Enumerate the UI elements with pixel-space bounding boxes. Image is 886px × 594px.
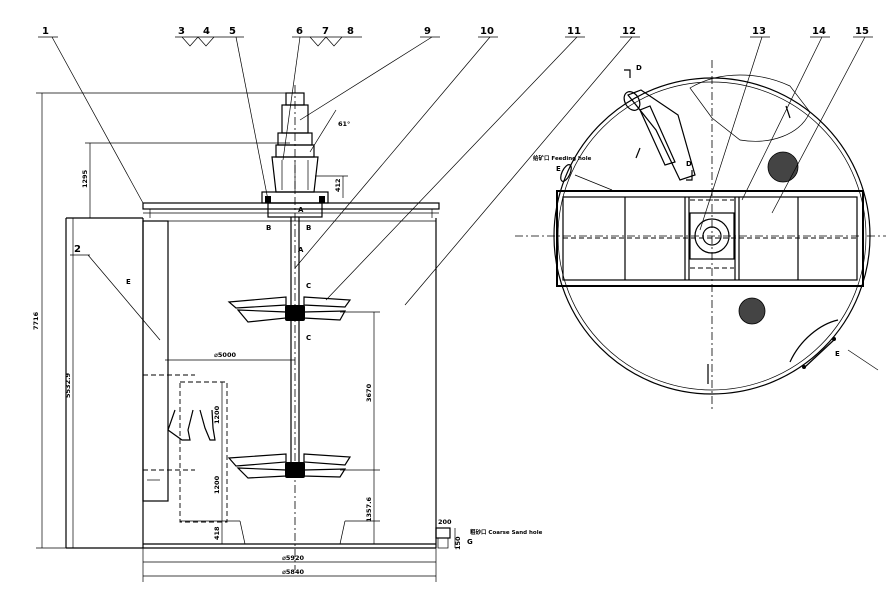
- dim-angle: 61°: [338, 120, 350, 128]
- section-mark-c-lower: C: [306, 334, 311, 342]
- dim-inner-diameter: ⌀5920: [282, 554, 304, 562]
- callout-5: 5: [229, 26, 236, 37]
- section-mark-c-upper: C: [306, 282, 311, 290]
- dim-outlet-base: 150: [454, 536, 462, 550]
- dim-motor-height: 1295: [81, 169, 89, 188]
- elevation-view: [65, 85, 451, 570]
- callout-13: 13: [752, 26, 766, 37]
- plan-view: [515, 60, 886, 410]
- callout-9: 9: [424, 26, 431, 37]
- dimension-labels: 7716 5532.9 1295 412 61° ⌀5000 3670 1200…: [32, 120, 462, 576]
- section-mark-a-lower: A: [298, 246, 304, 254]
- dimension-lines: [36, 92, 456, 582]
- section-mark-a-upper: A: [298, 206, 304, 214]
- dim-bottom-gap: 418: [213, 526, 221, 540]
- callout-10: 10: [480, 26, 494, 37]
- dim-total-height: 7716: [32, 311, 40, 330]
- section-mark-d-top: D: [636, 64, 642, 72]
- callout-15: 15: [855, 26, 869, 37]
- section-mark-e-outlet: E: [835, 350, 840, 358]
- section-mark-b-left: B: [266, 224, 271, 232]
- dim-tube-upper: 1200: [213, 405, 221, 424]
- notes: 给矿口 Feeding hole 粗砂口 Coarse Sand hole: [470, 154, 592, 536]
- section-marks: A A B B C C E G D D E E: [126, 64, 840, 546]
- dim-inner-height: 5532.9: [64, 372, 72, 398]
- callout-4: 4: [203, 26, 210, 37]
- callout-14: 14: [812, 26, 826, 37]
- callout-11: 11: [567, 26, 581, 37]
- callout-6: 6: [296, 26, 303, 37]
- coarse-sand-hole-note: 粗砂口 Coarse Sand hole: [470, 528, 543, 536]
- callout-12: 12: [622, 26, 636, 37]
- callout-labels: 1 2 3 4 5 6 7 8 9 10 11 12 13 14 15: [42, 26, 869, 255]
- leader-lines: [38, 36, 879, 371]
- feeding-hole-note: 给矿口 Feeding hole: [533, 154, 592, 162]
- callout-7: 7: [322, 26, 329, 37]
- callout-2: 2: [74, 244, 81, 255]
- section-mark-e: E: [126, 278, 131, 286]
- section-mark-d-bottom: D: [686, 160, 692, 168]
- section-mark-b-right: B: [306, 224, 311, 232]
- section-mark-g: G: [467, 538, 473, 546]
- dim-outlet-height: 200: [438, 518, 452, 526]
- section-mark-e-plan: E: [556, 165, 561, 173]
- dim-tube-lower: 1200: [213, 475, 221, 494]
- dim-outer-diameter: ⌀5840: [282, 568, 304, 576]
- callout-8: 8: [347, 26, 354, 37]
- callout-1: 1: [42, 26, 49, 37]
- dim-lower-blade-height: 1357.6: [365, 496, 373, 522]
- callout-3: 3: [178, 26, 185, 37]
- dim-impeller-diameter: ⌀5000: [214, 351, 236, 359]
- dim-shaft-length: 3670: [365, 383, 373, 402]
- dim-shaft-offset: 412: [334, 178, 342, 192]
